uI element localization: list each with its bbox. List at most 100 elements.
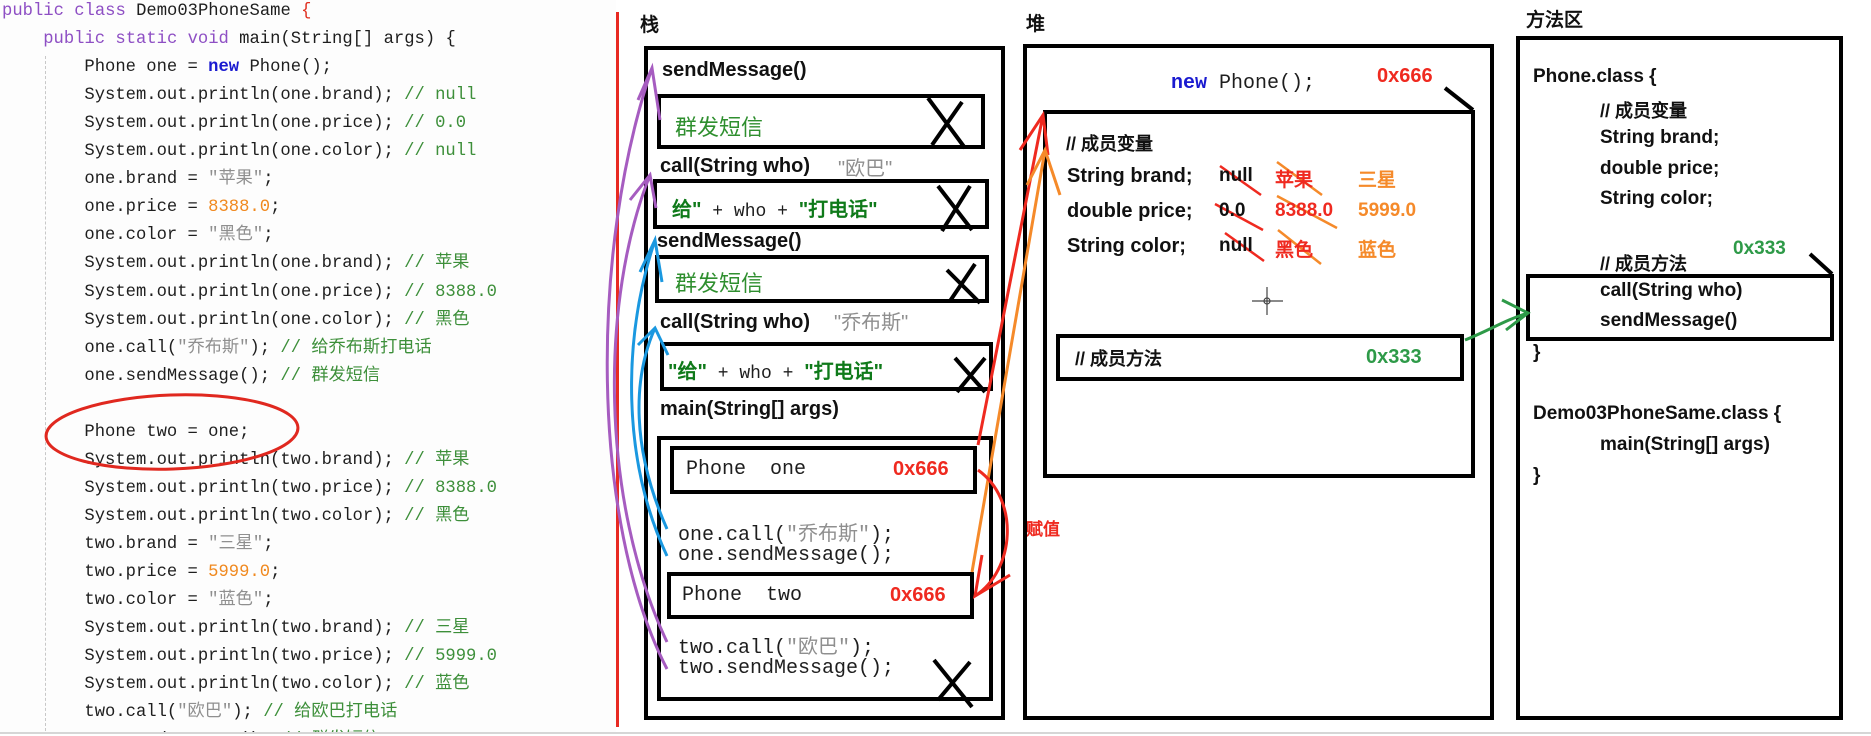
text-part: "打电话" bbox=[798, 199, 878, 221]
new-keyword: new bbox=[1171, 72, 1208, 95]
code-token: one.color = bbox=[84, 226, 209, 246]
code-part: "欧巴" bbox=[786, 637, 851, 660]
heap-field-decl: String brand; bbox=[1067, 165, 1193, 187]
demo-main-method: main(String[] args) bbox=[1600, 434, 1770, 455]
code-token: System.out.println(two.color); bbox=[84, 506, 405, 526]
code-token: new bbox=[208, 58, 240, 78]
ma-method: call(String who) bbox=[1600, 280, 1743, 301]
code-token: "乔布斯" bbox=[177, 338, 250, 358]
frame-call-2-name: call(String who) bbox=[660, 311, 810, 333]
code-token: Phone one = bbox=[84, 58, 209, 78]
code-line: System.out.println(one.price); // 8388.0 bbox=[84, 279, 497, 307]
popped-frame-x-marks bbox=[926, 96, 987, 709]
code-token: // 黑色 bbox=[404, 310, 470, 330]
method-area-title: 方法区 bbox=[1526, 10, 1584, 31]
heap-pointer-line bbox=[1443, 86, 1475, 112]
code-token: two.call( bbox=[84, 703, 178, 723]
code-part: ); bbox=[850, 637, 875, 660]
ma-pointer-line bbox=[1808, 252, 1834, 276]
code-token: System.out.println(one.color); bbox=[84, 310, 405, 330]
code-token: // 蓝色 bbox=[404, 675, 470, 695]
code-token: // 给乔布斯打电话 bbox=[280, 338, 432, 358]
heap-field-value: 黑色 bbox=[1275, 240, 1314, 261]
code-part: ); bbox=[870, 524, 895, 547]
x-mark-icon bbox=[926, 96, 967, 150]
frame-main-body bbox=[657, 436, 993, 701]
ma-field: String color; bbox=[1600, 188, 1713, 209]
code-line: public static void main(String[] args) { bbox=[43, 26, 456, 54]
code-token: System.out.println(one.brand); bbox=[84, 254, 405, 274]
var-one-address: 0x666 bbox=[893, 458, 949, 480]
code-token: "黑色" bbox=[208, 226, 264, 246]
code-token: // 苹果 bbox=[404, 450, 470, 470]
code-token: public static void bbox=[43, 30, 240, 50]
highlight-ellipse bbox=[44, 393, 300, 471]
code-token: 8388.0 bbox=[208, 198, 271, 218]
var-one-box bbox=[670, 446, 977, 494]
code-token: two.price = bbox=[84, 563, 209, 582]
strike-mark bbox=[1276, 194, 1338, 230]
code-token: ; bbox=[263, 591, 274, 611]
code-token: one.call( bbox=[84, 338, 178, 358]
frame-sendmessage-1-name: sendMessage() bbox=[662, 59, 807, 81]
code-token: Demo03PhoneSame bbox=[136, 2, 302, 21]
assign-arrow bbox=[972, 468, 1011, 599]
code-line: two.call("欧巴"); // 给欧巴打电话 bbox=[84, 699, 397, 727]
heap-methods-address: 0x333 bbox=[1366, 346, 1422, 368]
assign-label: 赋值 bbox=[1026, 520, 1060, 539]
demo-class-close: } bbox=[1533, 465, 1541, 486]
ma-method: sendMessage() bbox=[1600, 310, 1738, 331]
frame-call-2-arg: "乔布斯" bbox=[834, 312, 909, 334]
code-line: System.out.println(one.brand); // 苹果 bbox=[84, 250, 469, 278]
text-part: + who + bbox=[706, 364, 805, 384]
code-token: // 8388.0 bbox=[404, 478, 497, 498]
code-token: System.out.println(one.color); bbox=[84, 142, 405, 162]
code-token: System.out.println(one.price); bbox=[84, 282, 405, 302]
code-line: System.out.println(two.price); // 5999.0 bbox=[84, 643, 497, 671]
var-two-label: Phone two bbox=[682, 584, 803, 607]
heap-new-expression: new Phone(); bbox=[1171, 72, 1315, 95]
purple-arrow bbox=[612, 171, 669, 643]
stack-title: 栈 bbox=[640, 15, 660, 36]
code-line: Phone two = one; bbox=[84, 419, 249, 447]
new-rest: Phone(); bbox=[1207, 72, 1316, 95]
frame-call-1-text: 给" + who + "打电话" bbox=[672, 193, 878, 222]
one-send-line: one.sendMessage(); bbox=[678, 544, 895, 567]
one-call-line: one.call("乔布斯"); bbox=[678, 517, 894, 547]
code-token: ; bbox=[270, 563, 281, 582]
heap-object-box bbox=[1043, 110, 1475, 478]
code-token: ; bbox=[263, 534, 274, 554]
code-token: "三星" bbox=[208, 534, 264, 554]
red-arrow bbox=[976, 110, 1050, 446]
code-token: // 苹果 bbox=[404, 254, 470, 274]
code-line: one.price = 8388.0; bbox=[84, 194, 280, 222]
heap-field-value: null bbox=[1219, 165, 1253, 186]
code-line: System.out.println(one.color); // 黑色 bbox=[84, 307, 469, 335]
method-area-box bbox=[1516, 36, 1843, 720]
code-token: one.price = bbox=[84, 198, 209, 218]
text-part: "打电话" bbox=[804, 361, 884, 383]
x-mark-icon bbox=[932, 658, 974, 709]
code-line: System.out.println(one.color); // null bbox=[84, 138, 476, 166]
strike-mark bbox=[1214, 202, 1264, 232]
divider-line bbox=[616, 12, 619, 727]
frame-sendmessage-2-body bbox=[655, 255, 989, 303]
code-line: two.brand = "三星"; bbox=[84, 531, 273, 559]
heap-title: 堆 bbox=[1026, 14, 1046, 35]
heap-field-value: 5999.0 bbox=[1358, 200, 1417, 221]
frame-sendmessage-1-body bbox=[657, 94, 985, 149]
heap-fields-comment: // 成员变量 bbox=[1066, 134, 1154, 154]
frame-call-1-name: call(String who) bbox=[660, 155, 810, 177]
bottom-border bbox=[0, 732, 1871, 734]
x-mark-icon bbox=[936, 184, 974, 233]
heap-field-decl: String color; bbox=[1067, 235, 1186, 257]
green-arrow bbox=[1464, 298, 1531, 342]
strike-mark bbox=[1277, 229, 1322, 265]
code-line: two.color = "蓝色"; bbox=[84, 587, 273, 615]
code-token: // 给欧巴打电话 bbox=[263, 703, 398, 723]
heap-field-value: 0.0 bbox=[1219, 200, 1246, 221]
code-token: ; bbox=[263, 226, 274, 246]
two-send-line: two.sendMessage(); bbox=[678, 657, 895, 680]
code-token: two.brand = bbox=[84, 534, 209, 554]
